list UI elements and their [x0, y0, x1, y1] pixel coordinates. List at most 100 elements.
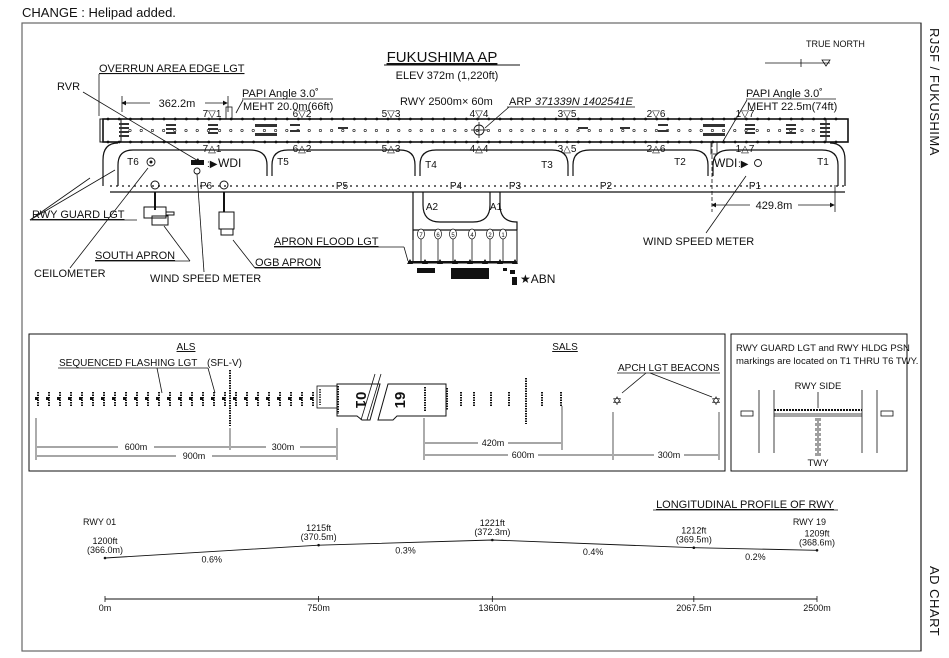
sals-dim-600: 600m	[512, 450, 535, 460]
wind-speed-meter-right-label: WIND SPEED METER	[643, 236, 754, 248]
profile-point	[692, 546, 696, 550]
apron-link-label: A2	[426, 202, 439, 213]
south-apron	[143, 180, 175, 226]
papi-right-icon	[710, 141, 718, 155]
distance-marker-top: 6▽2	[293, 109, 312, 120]
profile-elev-ft: 1209ft	[804, 528, 830, 538]
gradient-label: 0.6%	[202, 555, 223, 565]
stand-number: 1	[501, 233, 505, 239]
profile-point	[103, 556, 107, 560]
runway	[99, 106, 849, 155]
taxiway-label: T6	[127, 157, 139, 168]
profile-point	[317, 543, 320, 547]
stand: 4	[468, 228, 476, 262]
approach-light	[255, 392, 259, 406]
approach-light	[189, 392, 193, 406]
sfl-v-label: (SFL-V)	[207, 358, 242, 369]
approach-light	[112, 392, 116, 406]
taxiway-label: T3	[541, 160, 553, 171]
approach-light	[178, 392, 182, 406]
approach-beacon-1-icon: ✡	[612, 394, 622, 408]
guard-note-panel	[730, 333, 908, 472]
parallel-taxiway-label: P2	[600, 181, 613, 192]
sals-title: SALS	[552, 342, 578, 353]
approach-light	[79, 392, 83, 406]
profile-elev-ft: 1221ft	[480, 518, 506, 528]
approach-light	[266, 392, 270, 406]
approach-light	[90, 392, 94, 406]
approach-light	[222, 392, 226, 406]
wdi-left-label: WDI	[218, 156, 241, 170]
runway-diagram: 01 19	[316, 373, 448, 421]
distance-marker-top: 4▽4	[470, 109, 489, 120]
profile-end-label: RWY 19	[793, 517, 826, 527]
distance-marker-top: 3▽5	[558, 109, 577, 120]
axis-tick-label: 2500m	[803, 603, 831, 613]
airport-title: FUKUSHIMA AP	[387, 49, 498, 66]
south-apron-label: SOUTH APRON	[95, 250, 175, 262]
twy-label: TWY	[807, 458, 829, 469]
approach-light	[277, 392, 281, 406]
profile-start-label: RWY 01	[83, 517, 116, 527]
gradient-label: 0.2%	[745, 552, 766, 562]
arp-coords: 371339N 1402541E	[535, 96, 634, 108]
true-north-label: TRUE NORTH	[806, 39, 865, 49]
stand-number: 7	[419, 233, 423, 239]
axis-tick-label: 750m	[307, 603, 330, 613]
arp-prefix: ARP	[509, 96, 532, 108]
holding-position-diagram	[740, 390, 894, 456]
approach-light	[156, 392, 160, 406]
parallel-taxiway-label: P1	[749, 181, 762, 192]
taxiway-label: T2	[674, 157, 686, 168]
approach-light	[145, 392, 149, 406]
approach-light	[134, 392, 138, 406]
profile-elev-m: (372.3m)	[474, 527, 510, 537]
approach-light	[68, 392, 72, 406]
stand: 5	[449, 228, 457, 262]
distance-marker-top: 1▽7	[736, 109, 755, 120]
approach-light	[200, 392, 204, 406]
approach-light	[299, 392, 303, 406]
als-title: ALS	[177, 342, 196, 353]
approach-light	[310, 392, 314, 406]
taxiway-label: T4	[425, 160, 437, 171]
wind-speed-meter-right-icon	[754, 159, 762, 167]
parallel-taxiway-label: P5	[336, 181, 349, 192]
axis-tick-label: 0m	[99, 603, 112, 613]
approach-light	[211, 392, 215, 406]
gradient-label: 0.4%	[583, 547, 604, 557]
runway-19-label: 19	[392, 392, 409, 409]
elevation-text: ELEV 372m (1,220ft)	[396, 70, 499, 82]
stand: 7	[417, 228, 425, 262]
profile-elev-m: (366.0m)	[87, 545, 123, 555]
distance-marker-top: 2▽6	[647, 109, 666, 120]
svg-text::▶: :▶	[207, 159, 218, 170]
wdi-left-icon	[191, 160, 204, 165]
als-dim-900: 900m	[183, 451, 206, 461]
taxiway-label: T5	[277, 157, 289, 168]
approach-light	[123, 392, 127, 406]
profile-elev-ft: 1200ft	[92, 536, 118, 546]
profile-point	[491, 538, 494, 542]
apron-flood-lgt-label: APRON FLOOD LGT	[274, 236, 379, 248]
stand-number: 5	[451, 233, 455, 239]
als-dim-600: 600m	[125, 442, 148, 452]
profile-elev-ft: 1212ft	[681, 526, 707, 536]
parallel-taxiway-label: P6	[200, 181, 213, 192]
parallel-taxiway-label: P3	[509, 181, 522, 192]
taxiway-system	[102, 142, 846, 240]
rwy-side-label: RWY SIDE	[795, 381, 842, 392]
runway-01-label: 01	[352, 392, 369, 409]
svg-text::▶: :▶	[738, 159, 749, 170]
change-note: CHANGE : Helipad added.	[22, 5, 176, 20]
profile-point	[815, 548, 819, 552]
approach-light	[233, 392, 237, 406]
stand: 2	[486, 228, 494, 262]
ceilometer-label: CEILOMETER	[34, 268, 106, 280]
papi-left-icon	[225, 106, 233, 120]
papi-right-meht: MEHT 22.5m(74ft)	[747, 101, 837, 113]
wind-speed-meter-left-icon	[193, 167, 201, 175]
papi-right-angle: PAPI Angle 3.0˚	[746, 88, 823, 100]
